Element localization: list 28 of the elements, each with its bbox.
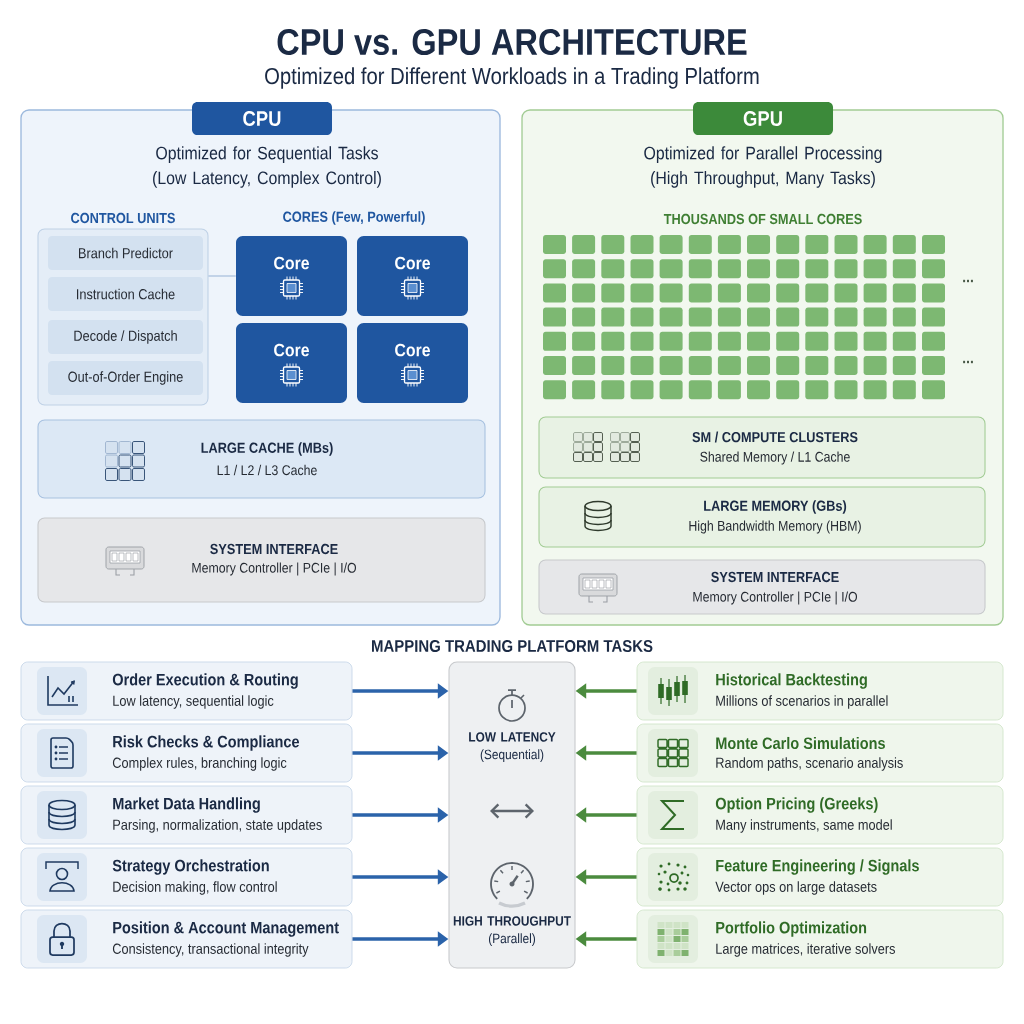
unit-box: Out-of-Order Engine: [48, 361, 203, 395]
ellipsis: ...: [963, 279, 973, 283]
cluster-box: SM / COMPUTE CLUSTERS Shared Memory / L1 Cache: [538, 416, 986, 479]
group-heading: CONTROL UNITS: [71, 212, 175, 224]
panel-tab: GPU: [693, 102, 833, 135]
section-heading: MAPPING TRADING PLATFORM TASKS: [372, 640, 653, 653]
interface-box: SYSTEM INTERFACE Memory Controller | PCIe | I/O: [37, 517, 486, 603]
title: CPU vs. GPU ARCHITECTURE: [277, 28, 747, 56]
section-heading: THOUSANDS OF SMALL CORES: [663, 213, 862, 225]
cache-box: LARGE CACHE (MBs) L1 / L2 / L3 Cache: [37, 419, 486, 499]
core-box: Core: [236, 323, 347, 403]
unit-box: Decode / Dispatch: [48, 320, 203, 354]
subtitle: Optimized for Different Workloads in a Trading Platform: [265, 67, 759, 89]
panel-subtitle: Optimized for Parallel Processing (High Throughput, Many Tasks): [644, 146, 882, 188]
core-box: Core: [236, 236, 347, 316]
panel-subtitle: Optimized for Sequential Tasks (Low Latency, Complex Control): [153, 146, 381, 188]
section-heading: CORES (Few, Powerful): [283, 211, 425, 225]
mode-label: LOW LATENCY (Sequential): [469, 732, 556, 762]
mode-label: HIGH THROUGHPUT (Parallel): [453, 916, 571, 946]
panel-tab: CPU: [192, 102, 332, 135]
memory-box: LARGE MEMORY (GBs) High Bandwidth Memory (HBM): [538, 486, 986, 548]
unit-box: Instruction Cache: [48, 277, 203, 311]
core-box: Core: [357, 323, 468, 403]
interface-box: SYSTEM INTERFACE Memory Controller | PCIe | I/O: [538, 559, 986, 615]
ellipsis: ...: [963, 360, 973, 364]
core-box: Core: [357, 236, 468, 316]
unit-box: Branch Predictor: [48, 236, 203, 270]
connector-line: [207, 275, 237, 277]
